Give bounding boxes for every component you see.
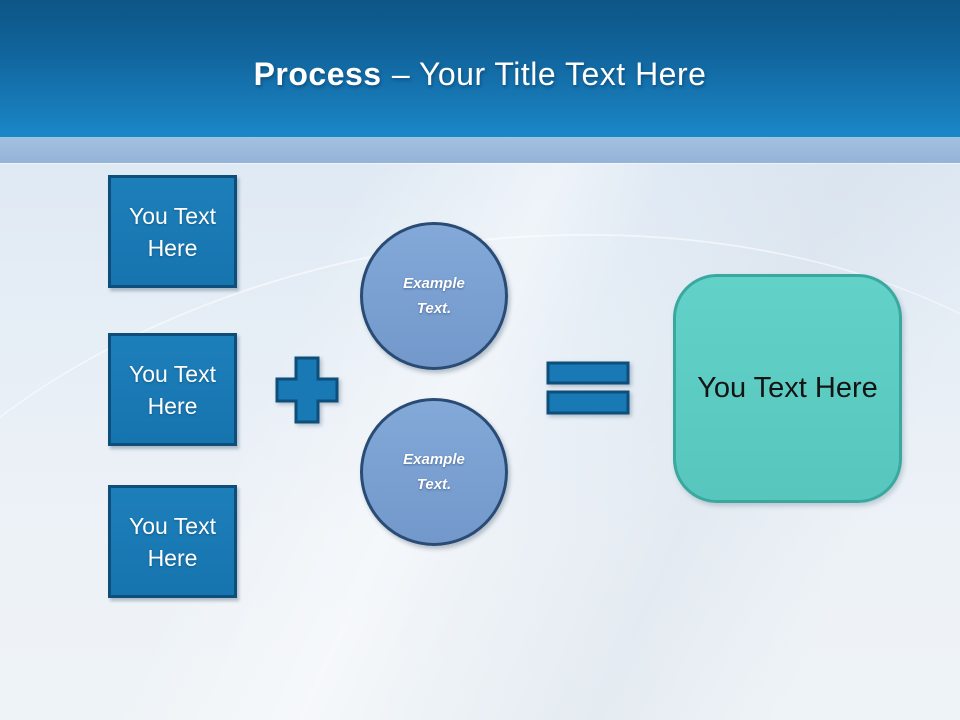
page-title-rest: – Your Title Text Here xyxy=(391,56,707,92)
example-circle-2-label: Example Text. xyxy=(403,451,465,493)
title-bar: Process– Your Title Text Here xyxy=(0,0,960,137)
result-box: You Text Here xyxy=(673,274,902,503)
input-box-2-label: You Text Here xyxy=(129,360,216,419)
input-box-1: You Text Here xyxy=(108,175,237,288)
example-circle-1-label: Example Text. xyxy=(403,275,465,317)
equals-icon xyxy=(546,361,630,420)
input-box-2: You Text Here xyxy=(108,333,237,446)
plus-icon xyxy=(275,356,339,429)
example-circle-1: Example Text. xyxy=(360,222,508,370)
input-box-3-label: You Text Here xyxy=(129,512,216,571)
page-title-emphasis: Process xyxy=(253,56,382,92)
input-box-3: You Text Here xyxy=(108,485,237,598)
page-title: Process– Your Title Text Here xyxy=(254,56,707,93)
example-circle-2: Example Text. xyxy=(360,398,508,546)
result-box-label: You Text Here xyxy=(697,372,878,404)
title-bar-accent-band xyxy=(0,137,960,163)
input-box-1-label: You Text Here xyxy=(129,202,216,261)
